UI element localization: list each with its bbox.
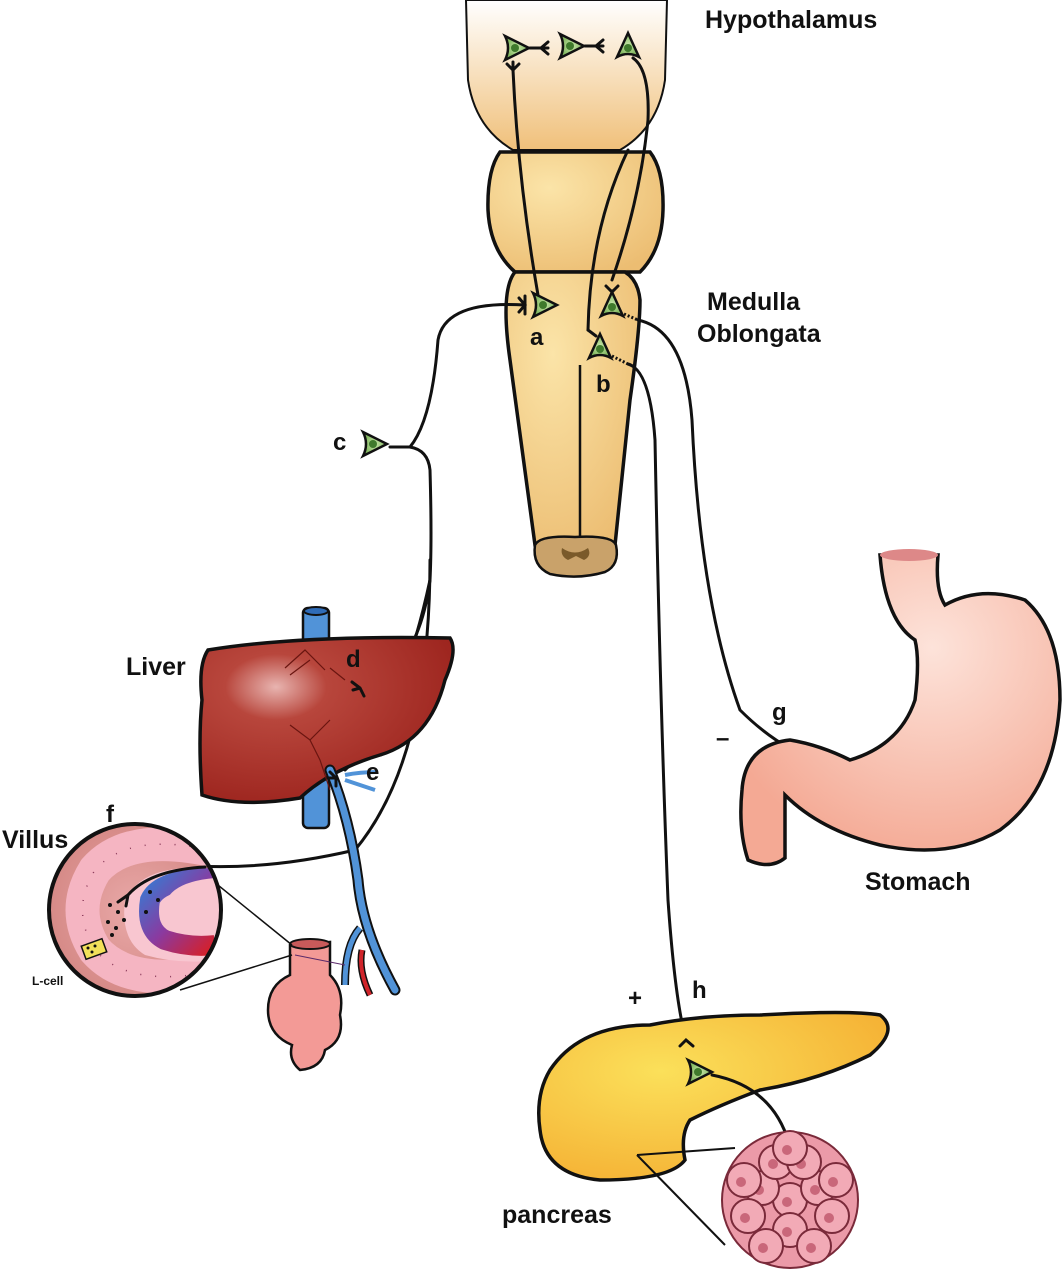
marker-e: e	[366, 759, 379, 786]
islet-nucleus	[782, 1227, 792, 1237]
islet-nucleus	[828, 1177, 838, 1187]
label-oblongata: Oblongata	[697, 320, 822, 348]
brainstem	[464, 0, 669, 578]
label-pancreas: pancreas	[502, 1201, 612, 1229]
marker-d: d	[346, 646, 361, 673]
label-hypothalamus: Hypothalamus	[705, 6, 877, 34]
spinal-cross-section	[533, 535, 619, 578]
vagal-afferent-neuron-c	[361, 430, 389, 458]
islet-nucleus	[782, 1145, 792, 1155]
marker-a: a	[530, 324, 544, 351]
medulla-region	[504, 270, 642, 547]
hypothalamus-region	[464, 0, 669, 151]
islet-nucleus	[736, 1177, 746, 1187]
islet-nucleus	[740, 1213, 750, 1223]
label-l-cell: L-cell	[32, 974, 63, 988]
liver	[198, 606, 455, 830]
islet-nucleus	[810, 1185, 820, 1195]
islet-cells	[726, 1130, 854, 1264]
intestine	[266, 938, 346, 1072]
marker-b: b	[596, 371, 611, 398]
hypothalamic-neurons	[503, 31, 650, 332]
label-liver: Liver	[126, 653, 186, 681]
islet-nucleus	[782, 1197, 792, 1207]
villus-inset	[47, 822, 223, 998]
pancreas	[537, 1010, 890, 1182]
portal-vein	[324, 764, 401, 997]
islet-nucleus	[768, 1159, 778, 1169]
label-medulla: Medulla	[707, 288, 801, 316]
marker-minus: –	[716, 725, 729, 752]
islet-nucleus	[758, 1243, 768, 1253]
islet-nucleus	[824, 1213, 834, 1223]
pons-region	[486, 150, 665, 274]
marker-g: g	[772, 699, 787, 726]
label-villus: Villus	[2, 826, 68, 854]
marker-plus: +	[628, 985, 642, 1012]
label-stomach: Stomach	[865, 868, 971, 896]
marker-c: c	[333, 429, 346, 456]
islet-nucleus	[806, 1243, 816, 1253]
marker-h: h	[692, 977, 707, 1004]
stomach	[739, 549, 1062, 867]
marker-f: f	[106, 801, 115, 828]
